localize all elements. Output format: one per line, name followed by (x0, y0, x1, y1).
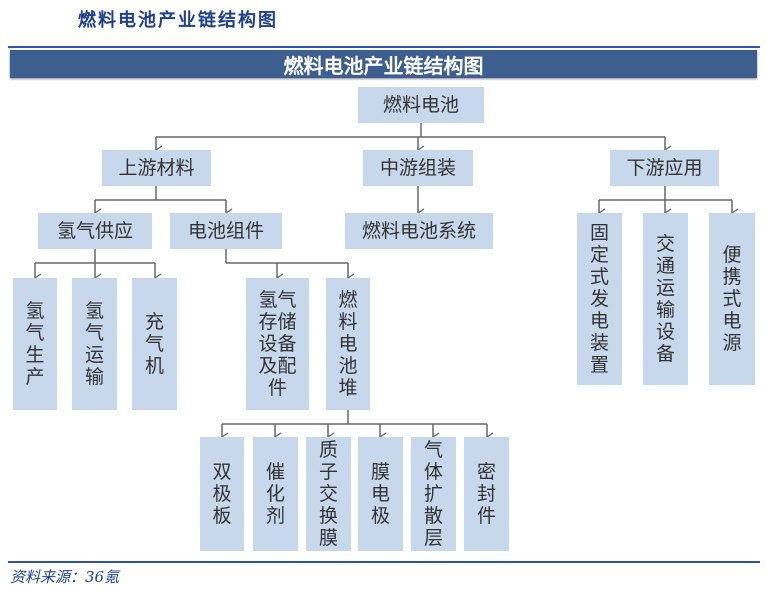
node-label: 气体扩散层 (423, 439, 443, 549)
node-bipolar-plate: 双极板 (200, 437, 244, 551)
node-label: 下游应用 (626, 157, 703, 179)
header-divider (8, 46, 760, 48)
node-label: 燃料电池 (382, 94, 459, 116)
node-label: 质子交换膜 (318, 439, 338, 549)
node-hydrogen-transport: 氢气运输 (72, 278, 117, 410)
node-battery-components: 电池组件 (170, 213, 282, 249)
source-note: 资料来源：36氪 (10, 568, 120, 586)
node-label: 密封件 (476, 461, 496, 527)
node-hydrogen-supply: 氢气供应 (38, 213, 152, 249)
node-label: 固定式发电装置 (589, 222, 609, 376)
node-label: 氢气生产 (25, 300, 45, 388)
node-hydrogen-storage: 氢气存储设备及配件 (246, 278, 309, 410)
node-label: 双极板 (212, 461, 232, 527)
node-label: 充气机 (144, 311, 164, 377)
node-label: 燃料电池系统 (361, 220, 476, 242)
node-proton-exchange-membrane: 质子交换膜 (306, 437, 351, 551)
node-label: 燃料电池堆 (338, 289, 358, 399)
node-gas-diffusion-layer: 气体扩散层 (411, 437, 456, 551)
footer-divider (8, 561, 760, 563)
banner-title: 燃料电池产业链结构图 (283, 53, 484, 78)
node-label: 氢气运输 (84, 300, 104, 388)
node-transport-equipment: 交通运输设备 (643, 213, 688, 385)
node-fuel-cell-stack: 燃料电池堆 (326, 278, 370, 410)
node-seal: 密封件 (464, 437, 509, 551)
node-label: 电池组件 (187, 220, 264, 242)
node-label: 催化剂 (265, 461, 285, 527)
node-label: 中游组装 (379, 157, 456, 179)
node-midstream-assembly: 中游组装 (363, 150, 473, 186)
node-label: 氢气存储设备及配件 (258, 289, 297, 399)
node-hydrogen-production: 氢气生产 (13, 278, 57, 410)
node-portable-power: 便携式电源 (709, 213, 755, 385)
node-fuel-cell-system: 燃料电池系统 (345, 213, 493, 249)
node-label: 氢气供应 (56, 220, 133, 242)
node-label: 便携式电源 (722, 244, 742, 354)
node-refueling-machine: 充气机 (132, 278, 177, 410)
node-upstream-materials: 上游材料 (102, 150, 211, 186)
node-stationary-power: 固定式发电装置 (577, 213, 622, 385)
node-membrane-electrode: 膜电极 (358, 437, 403, 551)
node-catalyst: 催化剂 (253, 437, 298, 551)
diagram-banner: 燃料电池产业链结构图 (10, 50, 757, 78)
node-label: 交通运输设备 (655, 233, 675, 365)
page-header-title: 燃料电池产业链结构图 (78, 10, 278, 31)
node-downstream-application: 下游应用 (610, 150, 719, 186)
node-label: 上游材料 (118, 157, 195, 179)
node-fuel-cell: 燃料电池 (358, 87, 484, 123)
node-label: 膜电极 (370, 461, 390, 527)
